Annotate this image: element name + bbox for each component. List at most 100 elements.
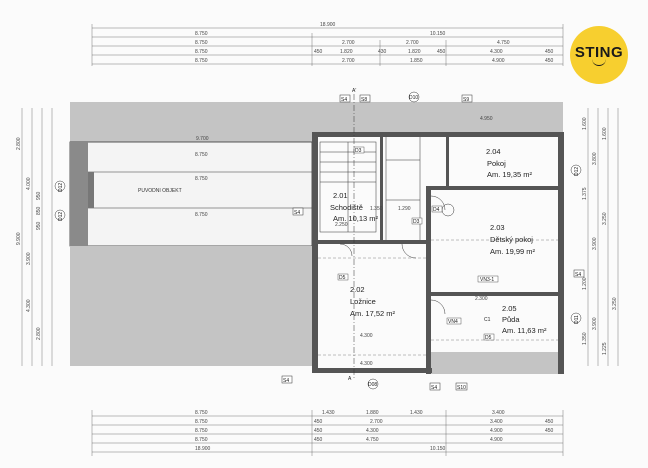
axis-tag: D08 <box>368 382 377 388</box>
dim-top-r1-a: 8.750 <box>195 31 208 37</box>
dim-right-g: 1.350 <box>582 332 588 345</box>
window-tag: VN4 <box>448 319 458 325</box>
roof-hatch-center <box>312 102 430 132</box>
room-area: Am. 19,99 m² <box>490 247 536 256</box>
right-dimension-chains: 1.600 3.800 1.375 1.600 3.900 1.200 1.35… <box>582 108 619 366</box>
extension-walls <box>312 132 564 374</box>
section-markers: S4 S8 S9 S4 S4 S4 S10 S4 <box>281 94 585 391</box>
dim-bot-r1-a: 8.750 <box>195 410 208 416</box>
dim-bot-r2-b: 450 <box>314 419 323 425</box>
room-number: 2.05 <box>502 304 517 313</box>
top-dimension-chains: 18.900 8.750 10.150 8.750 2.700 2.700 4.… <box>91 22 564 66</box>
inner-dim-e: 1.290 <box>398 206 411 212</box>
dim-top-r2-c: 2.700 <box>406 40 419 46</box>
dim-top-r2-b: 2.700 <box>342 40 355 46</box>
misc-tags: D3 D3 D4 D5 D5 VN4 VN3-1 C1 A A' <box>337 88 499 382</box>
room-area: Am. 19,35 m² <box>487 170 533 179</box>
dim-top-r2-d: 4.750 <box>497 40 510 46</box>
dim-bot-r2-d: 3.400 <box>490 419 503 425</box>
dim-bot-total-b: 10.150 <box>430 446 446 452</box>
dim-top-r3-f: 450 <box>437 49 446 55</box>
dashed-lines <box>318 239 558 356</box>
dim-top-r3-g: 4.300 <box>490 49 503 55</box>
roof-hatch-bottom <box>430 352 563 374</box>
left-dimension-chains: 2.800 4.000 3.900 4.300 2.800 9.900 950 … <box>16 108 53 366</box>
axis-tag: D12 <box>58 183 64 192</box>
section-letter: A <box>348 376 352 382</box>
dim-top-r3-e: 1.820 <box>408 49 421 55</box>
dim-top-r3-d: 430 <box>378 49 387 55</box>
dim-bot-r3-a: 8.750 <box>195 428 208 434</box>
axis-tag: D11 <box>574 315 580 324</box>
dim-top-r3-a: 8.750 <box>195 49 208 55</box>
room-number: 2.04 <box>486 147 501 156</box>
dim-left-i: 950 <box>36 221 42 230</box>
column-tag: C1 <box>484 317 491 323</box>
inner-dim-a: 9.700 <box>196 136 209 142</box>
dim-right-j: 3.250 <box>612 297 618 310</box>
dim-bot-r2-a: 8.750 <box>195 419 208 425</box>
dim-bot-r1-e: 3.400 <box>492 410 505 416</box>
door-tag: D5 <box>485 335 492 341</box>
section-tag: S4 <box>575 272 581 278</box>
dim-right-b: 3.800 <box>592 152 598 165</box>
room-2-05: 2.05 Půda Am. 11,63 m² <box>502 304 547 335</box>
dim-bot-r3-e: 450 <box>545 428 554 434</box>
inner-dim-c: 4.300 <box>360 333 373 339</box>
sting-logo: STING <box>570 26 628 84</box>
old-building: PUVODNI OBJEKT 8.750 8.750 8.750 9.700 <box>69 102 313 366</box>
dim-right-f: 1.200 <box>582 277 588 290</box>
inner-dim-f: 4.950 <box>480 116 493 122</box>
dim-right-i: 3.250 <box>602 212 608 225</box>
logo-text: STING <box>574 44 624 61</box>
axis-markers: D10 D08 D12 D11 D12 D12 <box>54 91 582 390</box>
room-2-01: 2.01 Schodiště Am. 10,13 m² <box>330 191 379 223</box>
section-tag: S10 <box>457 385 466 391</box>
dim-right-d: 1.600 <box>602 127 608 140</box>
inner-dim-d: 4.300 <box>360 361 373 367</box>
room-number: 2.01 <box>333 191 348 200</box>
room-name: Dětský pokoj <box>490 235 533 244</box>
dim-left-e: 2.800 <box>36 327 42 340</box>
axis-tag: D12 <box>574 167 580 176</box>
dim-bot-total: 18.900 <box>195 446 211 452</box>
room-2-02: 2.02 Ložnice Am. 17,52 m² <box>350 285 396 318</box>
dim-right-k: 1.225 <box>602 342 608 355</box>
dim-bot-r3-c: 4.300 <box>366 428 379 434</box>
room-area: Am. 17,52 m² <box>350 309 396 318</box>
dim-left-d: 4.300 <box>26 299 32 312</box>
dim-bot-r2-c: 2.700 <box>370 419 383 425</box>
room-name: Ložnice <box>350 297 376 306</box>
axis-tag: D10 <box>409 95 418 101</box>
door-swings <box>339 195 455 315</box>
dim-left-g: 950 <box>36 191 42 200</box>
dim-bot-r3-d: 4.900 <box>490 428 503 434</box>
dim-top-r4-d: 4.900 <box>492 58 505 64</box>
room-area: Am. 11,63 m² <box>502 326 547 335</box>
section-letter: A' <box>352 88 356 94</box>
dim-top-r1-b: 10.150 <box>430 31 446 37</box>
dim-right-c: 1.375 <box>582 187 588 200</box>
dim-bot-r4-b: 450 <box>314 437 323 443</box>
dim-bot-r3-b: 450 <box>314 428 323 434</box>
door-tag: D3 <box>413 219 420 225</box>
logo-smile-icon <box>592 59 606 66</box>
inner-dim-g: 1.350 <box>370 206 383 212</box>
door-tag: D3 <box>355 148 362 154</box>
dim-left-c: 3.900 <box>26 252 32 265</box>
room-number: 2.03 <box>490 223 505 232</box>
room-2-03: 2.03 Dětský pokoj Am. 19,99 m² <box>490 223 536 256</box>
dim-top-r3-h: 450 <box>545 49 554 55</box>
dim-top-r4-a: 8.750 <box>195 58 208 64</box>
dim-bot-r4-c: 4.750 <box>366 437 379 443</box>
dim-bot-r1-c: 1.880 <box>366 410 379 416</box>
dim-left-f: 9.900 <box>16 232 22 245</box>
dim-top-total: 18.900 <box>320 22 336 28</box>
inner-dimensions: 2.250 4.300 4.300 1.290 4.950 1.350 2.30… <box>335 116 493 367</box>
section-tag: S4 <box>341 97 347 103</box>
door-tag: D5 <box>339 275 346 281</box>
dim-top-r3-b: 450 <box>314 49 323 55</box>
section-tag: S8 <box>361 97 367 103</box>
section-tag: S9 <box>463 97 469 103</box>
